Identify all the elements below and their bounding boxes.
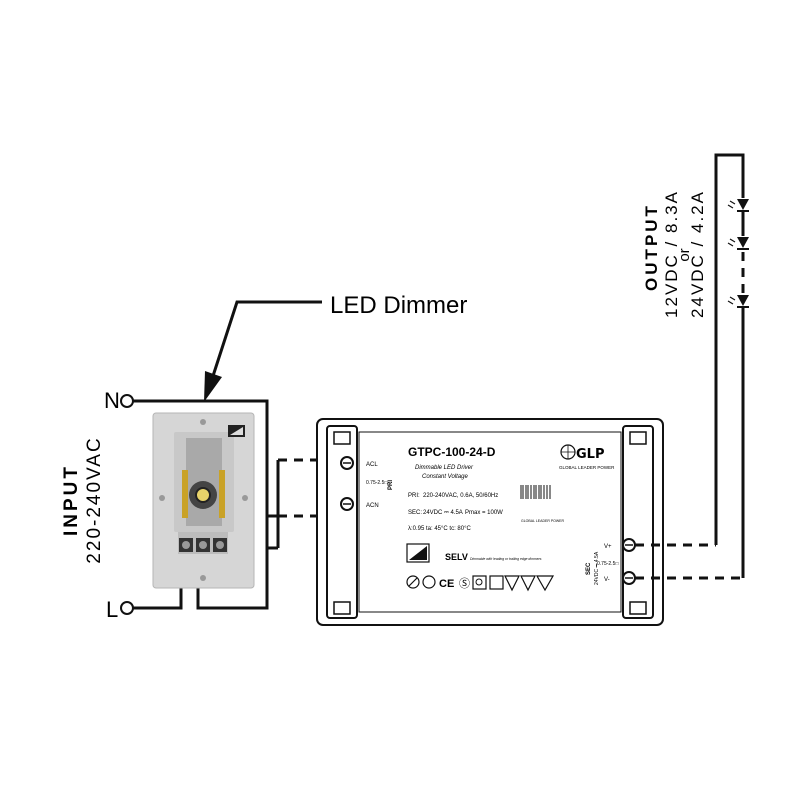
warning-triangle-2 [520, 575, 536, 592]
dimmer-note: Dimmable with leading or trailing edge d… [470, 557, 542, 561]
selv-mark: SELV [445, 552, 468, 562]
output-title: OUTPUT [642, 203, 661, 291]
dimmer-screw-top [200, 419, 206, 425]
led-3 [727, 295, 749, 308]
no-load-icon [406, 575, 420, 589]
ce-icon: CE [439, 578, 454, 590]
brand-subtitle: GLOBAL LEADER POWER [559, 465, 615, 470]
output-24v: 24VDC / 4.2A [688, 190, 707, 318]
input-title: INPUT [61, 464, 82, 536]
driver-label-panel [358, 431, 622, 613]
warning-triangle-1 [504, 575, 520, 592]
class-ii-icon [489, 575, 504, 590]
driver-left-cap [326, 425, 358, 619]
driver-model: GTPC-100-24-D [408, 445, 496, 459]
led-1 [727, 199, 749, 212]
dimmer-label: LED Dimmer [330, 292, 467, 319]
input-wire-range: 0.75-2.5□ [366, 480, 387, 486]
output-wiring [635, 153, 745, 580]
brand-logo: GLP [576, 447, 604, 462]
warning-triangle-3 [535, 575, 555, 592]
neutral-label: N [104, 388, 120, 413]
live-label: L [106, 597, 118, 622]
led-2 [727, 237, 749, 250]
ul-icon [422, 575, 436, 589]
acn-label: ACN [366, 503, 379, 509]
driver-housing [316, 418, 664, 626]
certification-marks: CE Ⓢ [406, 575, 555, 592]
output-12v: 12VDC / 8.3A [662, 190, 681, 318]
sec-side-rating: 24VDC ⎓ 4.5A [594, 551, 600, 585]
driver-desc-1: Dimmable LED Driver [415, 465, 474, 471]
dimmer-screw-left [159, 495, 165, 501]
dimmer-terminal-left [182, 470, 188, 518]
led-driver[interactable]: ACL 0.75-2.5□ ACN PRI V+ 0.75-2.5□ V- SE… [316, 418, 664, 626]
dimmer-knob-center [195, 487, 211, 503]
emc-icon: Ⓢ [459, 577, 470, 590]
output-wire-range: 0.75-2.5□ [597, 561, 618, 567]
vminus-label: V- [604, 577, 610, 583]
driver-right-cap [622, 425, 654, 619]
dimmer-screw-right [242, 495, 248, 501]
input-voltage: 220-240VAC [84, 436, 105, 563]
pf-line: λ:0.95 ta: 45°C tc: 80°C [408, 526, 471, 532]
neutral-terminal [120, 394, 134, 408]
output-or: or [676, 248, 693, 261]
sec-label: SEC: [408, 510, 422, 516]
driver-desc-2: Constant Voltage [422, 474, 468, 480]
pri-value: 220-240VAC, 0.6A, 50/60Hz [423, 493, 498, 499]
pmax-value: Pmax = 100W [465, 510, 503, 516]
barcode [520, 484, 552, 500]
pri-label: PRI: [408, 493, 420, 499]
pri-side-label: PRI [388, 480, 394, 490]
live-terminal [120, 601, 134, 615]
acl-label: ACL [366, 462, 378, 468]
barcode-caption: GLOBAL LEADER POWER [521, 519, 565, 523]
dimmer-terminal-right [219, 470, 225, 518]
sec-value: 24VDC ⎓ 4.5A [423, 510, 463, 516]
led-dimmer[interactable] [152, 412, 255, 589]
vplus-label: V+ [604, 544, 612, 550]
sec-side-label: SEC [586, 562, 592, 575]
dimmer-callout: LED Dimmer [204, 292, 467, 402]
dimming-symbol [406, 543, 430, 563]
dimmer-screw-bottom [200, 575, 206, 581]
safety-transformer-icon [472, 575, 487, 590]
